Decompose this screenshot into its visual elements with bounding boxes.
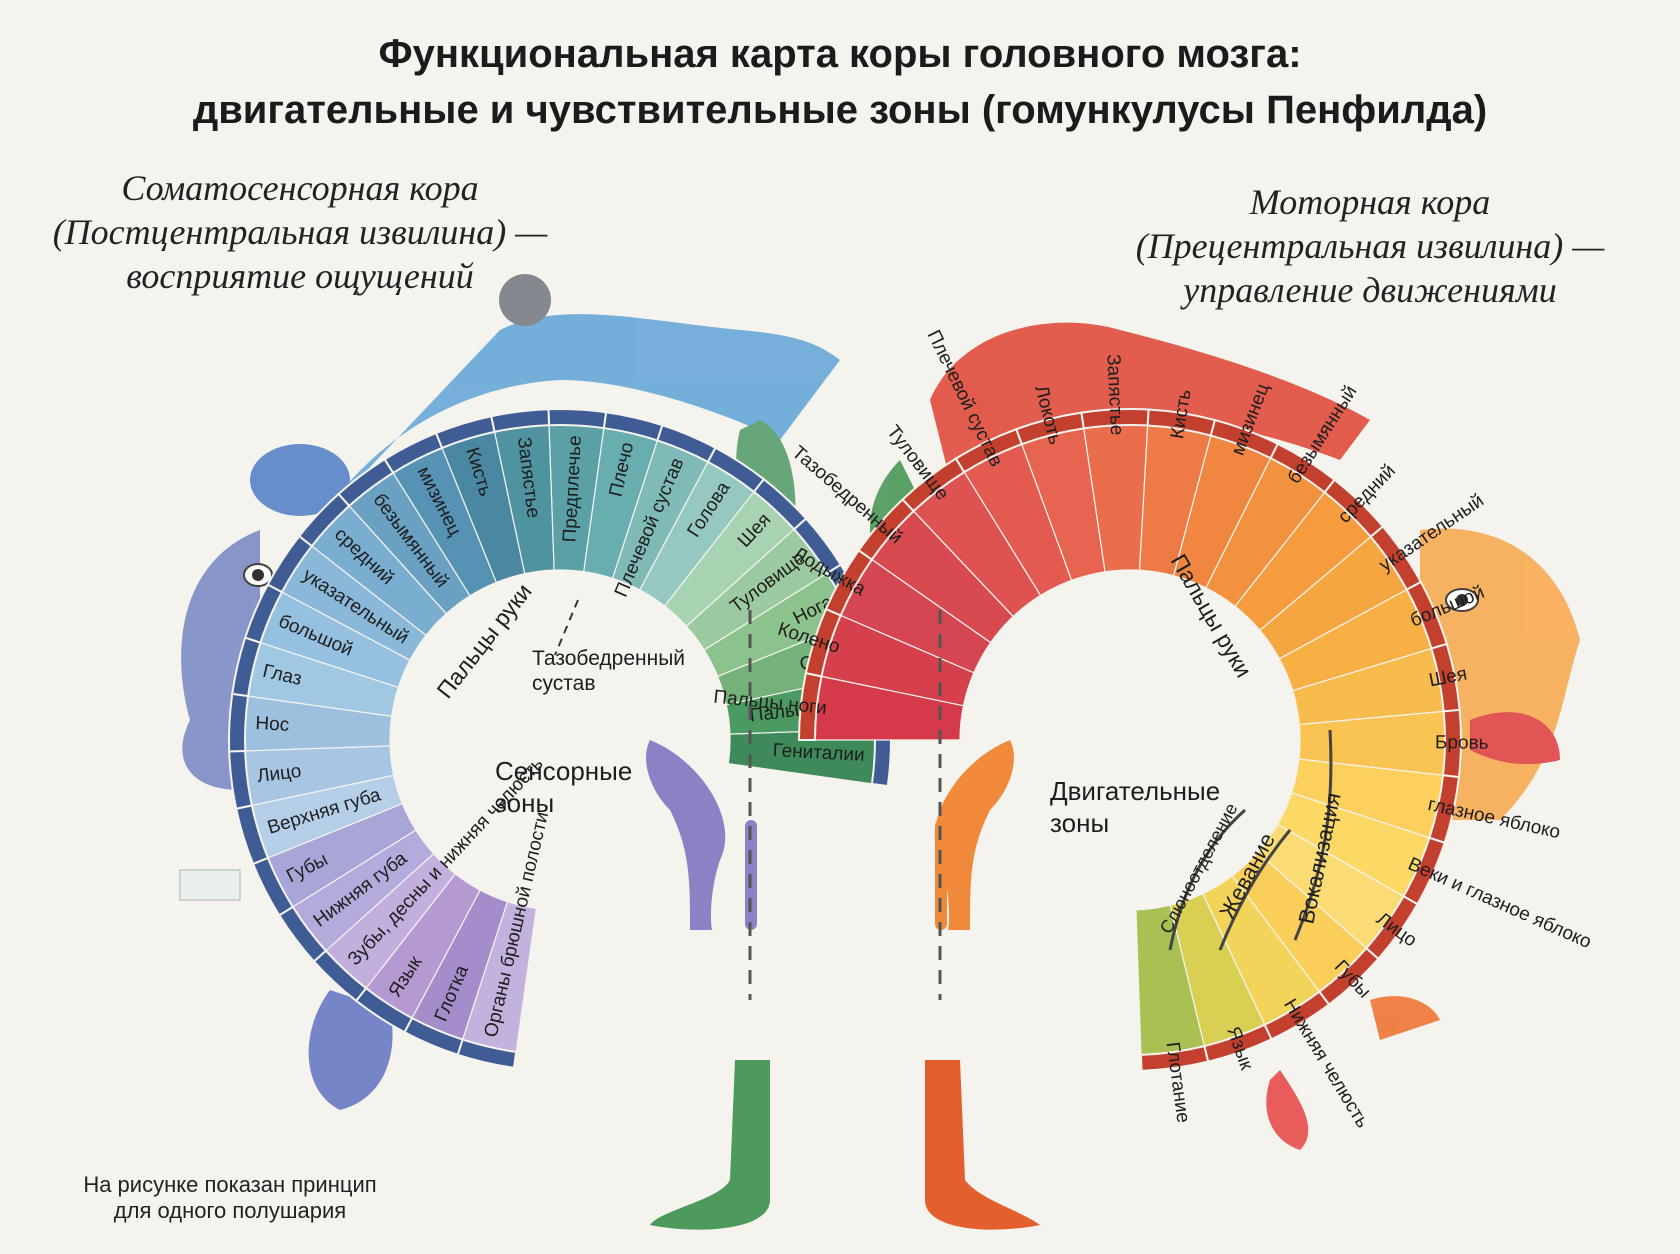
motor-center-label-line-1: Двигательные: [1050, 776, 1220, 806]
chewing-arrow: [1218, 829, 1292, 951]
motor-region-tick-23: [1139, 1044, 1210, 1072]
page-title: Функциональная карта коры головного мозг…: [0, 26, 1680, 138]
sensory-caption-line-2: (Постцентральная извилина) —: [52, 212, 548, 252]
title-line-1: Функциональная карта коры головного мозг…: [378, 32, 1302, 76]
motor-region-label-16: Бровь: [1435, 732, 1489, 754]
motor-caption-line-3: управление движениями: [1183, 270, 1557, 310]
sensory-region-tick-27: [456, 1038, 518, 1069]
sensory-caption-line-1: Соматосенсорная кора: [121, 168, 479, 208]
sensory-region-tick-10: [547, 408, 608, 430]
motor-leg-shape: [925, 1060, 1040, 1230]
footnote-line-2: для одного полушария: [113, 1198, 347, 1223]
salivation-arrow: [1168, 808, 1246, 951]
sensory-region-label-1: Гениталии: [772, 740, 865, 766]
sensory-leg-shape: [650, 1060, 770, 1230]
motor-body-shape: [934, 740, 1014, 930]
motor-caption-line-2: (Прецентральная извилина) —: [1135, 226, 1605, 266]
central-figure: [646, 610, 1040, 1230]
sensory-center-label-line-1: Сенсорные: [495, 756, 632, 786]
hip-joint-pointer: [554, 599, 579, 656]
motor-region-label-8: Запястье: [1102, 354, 1127, 436]
hip-joint-label-line-2: сустав: [532, 672, 595, 695]
motor-region-label-18: Веки и глазное яблоко: [1405, 854, 1595, 954]
sensory-body-shape: [646, 740, 726, 930]
sensory-caption-line-3: восприятие ощущений: [126, 256, 474, 296]
hip-joint-label-line-1: Тазобедренный: [532, 647, 685, 670]
footnote: На рисунке показан принцип для одного по…: [20, 1172, 440, 1224]
sensory-center-label-line-2: зоны: [495, 788, 554, 818]
motor-caption: Моторная кора (Прецентральная извилина) …: [1090, 180, 1650, 312]
footnote-line-1: На рисунке показан принцип: [83, 1172, 377, 1197]
sensory-caption: Соматосенсорная кора (Постцентральная из…: [10, 166, 590, 298]
motor-caption-line-1: Моторная кора: [1249, 182, 1491, 222]
title-line-2: двигательные и чувствительные зоны (гому…: [192, 88, 1488, 132]
motor-center-label-line-2: зоны: [1050, 808, 1109, 838]
vocalization-arrow: [1293, 729, 1333, 941]
sensory-region-label-19: Нос: [255, 713, 290, 736]
sensory-region-tick-19: [228, 692, 250, 753]
mouth-action-arrows: [1168, 729, 1333, 951]
